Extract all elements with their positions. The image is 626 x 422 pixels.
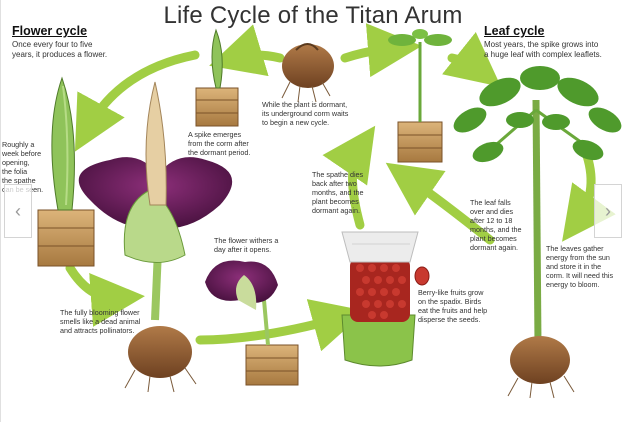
next-arrow-icon[interactable]: ›	[594, 184, 622, 238]
leaf-cycle-heading: Leaf cycle	[484, 24, 545, 38]
leaf-cycle-desc-line: Most years, the spike grows into	[484, 40, 599, 49]
arrow-spike-to-bud	[74, 50, 200, 152]
caption-dormant: While the plant is dormant,its undergrou…	[262, 100, 349, 127]
bud-in-box	[37, 76, 95, 267]
dormant-corm	[281, 43, 334, 103]
arrow-fruit-to-dormant	[322, 125, 376, 230]
fruiting-spadix	[341, 231, 430, 367]
sapling-in-box	[388, 29, 452, 163]
arrow-dormant-to-spike	[209, 24, 285, 77]
diagram-title: Life Cycle of the Titan Arum	[163, 2, 463, 29]
previous-arrow-icon[interactable]: ‹	[4, 184, 32, 238]
spike-in-box	[195, 28, 239, 127]
leaf-cycle-desc-line: a huge leaf with complex leaflets.	[484, 50, 602, 59]
tall-leaf-plant	[453, 66, 622, 399]
arrow-leaf-falls	[562, 145, 616, 242]
leaf-cycle-section: Leaf cycle Most years, the spike grows i…	[484, 24, 624, 60]
arrow-leaf-grows	[442, 32, 502, 87]
gallery-frame-edge	[0, 0, 1, 422]
flower-cycle-section: Flower cycle Once every four to five yea…	[12, 24, 152, 60]
flower-cycle-desc-line: years, it produces a flower.	[12, 50, 108, 59]
arrow-dormant-to-leaf	[340, 23, 422, 78]
arrow-bud-to-bloom	[65, 263, 145, 327]
arrow-leaf-to-dormant	[385, 162, 495, 245]
flower-cycle-heading: Flower cycle	[12, 24, 88, 38]
blooming-flower	[78, 81, 233, 393]
arrow-wither-to-fruit	[195, 299, 367, 352]
withered-flower-in-box	[205, 260, 299, 386]
flower-cycle-desc-line: Once every four to five	[12, 40, 93, 49]
single-berry	[414, 266, 430, 286]
